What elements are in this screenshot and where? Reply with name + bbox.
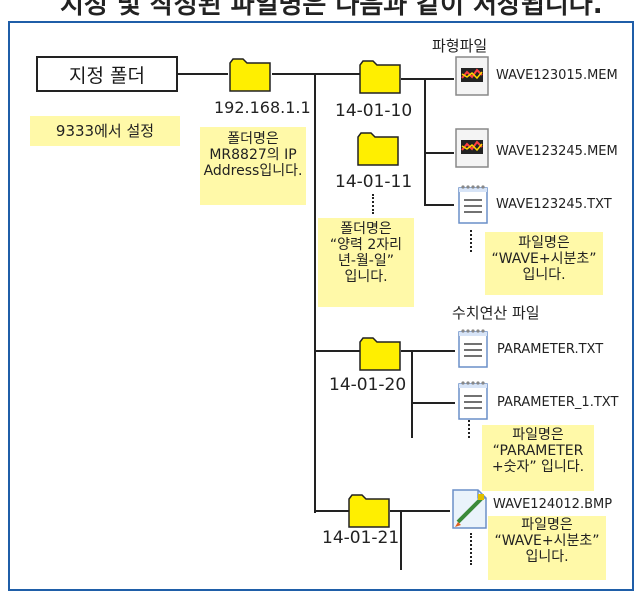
ip-folder-name: 192.168.1.1 [214,98,311,117]
numeric-heading: 수치연산 파일 [452,304,540,322]
file-name[interactable]: WAVE124012.BMP [493,497,613,512]
connector [400,510,402,570]
connector [390,510,450,512]
txt-file-icon[interactable] [456,328,490,368]
connector [411,350,413,438]
file-name[interactable]: WAVE123245.MEM [496,144,618,159]
waveform-heading: 파형파일 [432,37,488,55]
mem-file-icon[interactable] [455,56,489,96]
connector [272,73,316,75]
file-name[interactable]: WAVE123245.TXT [496,197,612,212]
ellipsis-dots [372,194,374,214]
connector [411,350,455,352]
numeric-note: 파일명은 “PARAMETER +숫자” 입니다. [482,425,594,491]
folder-icon[interactable] [359,337,401,371]
folder-icon[interactable] [348,494,390,528]
connector [424,152,454,154]
bmp-file-icon[interactable] [450,488,490,530]
date-folder-note: 폴더명은 “양력 2자리 년-월-일” 입니다. [318,218,414,307]
date-folder-name: 14-01-20 [329,375,407,395]
connector [401,78,425,80]
file-name[interactable]: WAVE123015.MEM [496,68,618,83]
connector [424,78,454,80]
date-folder-name: 14-01-21 [322,528,400,548]
ellipsis-dots [470,230,472,252]
date-folder-name: 14-01-11 [335,172,413,192]
root-folder-label: 지정 폴더 [36,56,178,92]
mem-file-icon[interactable] [455,128,489,168]
txt-file-icon[interactable] [456,184,490,224]
connector [316,510,350,512]
folder-icon[interactable] [357,132,399,166]
ip-folder-note: 폴더명은 MR8827의 IP Address입니다. [200,127,306,205]
folder-icon[interactable] [229,58,271,92]
connector [424,204,454,206]
root-note: 9333에서 설정 [30,116,180,146]
waveform-note: 파일명은 “WAVE+시분초” 입니다. [485,232,603,295]
connector [424,78,426,204]
date-folder-name: 14-01-10 [335,101,413,121]
ellipsis-dots [470,533,472,565]
connector [401,350,413,352]
ellipsis-dots [468,420,470,438]
connector [314,73,316,513]
connector [178,73,228,75]
connector [316,350,360,352]
txt-file-icon[interactable] [456,380,490,420]
file-name[interactable]: PARAMETER.TXT [497,342,604,357]
header-title: 지정 및 작성된 파일명은 다음과 같이 저장됩니다. [60,0,603,20]
folder-icon[interactable] [359,60,401,94]
file-name[interactable]: PARAMETER_1.TXT [497,395,619,410]
image-note: 파일명은 “WAVE+시분초” 입니다. [488,516,606,580]
connector [316,73,360,75]
connector [411,402,455,404]
